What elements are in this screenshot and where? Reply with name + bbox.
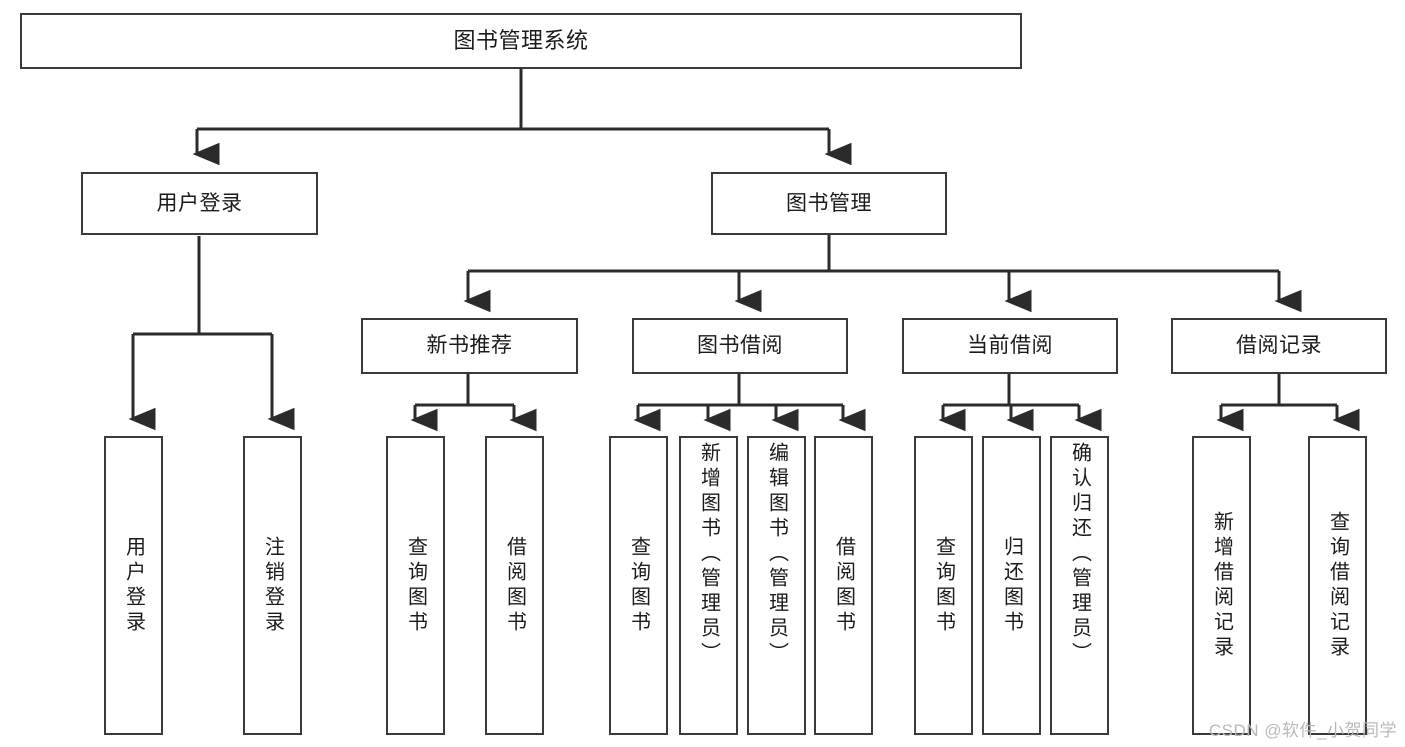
node-leaf-confirm-return-label: 确认归还（管理员） bbox=[1068, 442, 1091, 667]
node-leaf-add-book-label: 新增图书（管理员） bbox=[697, 442, 720, 667]
node-leaf-add-borrow-record-label: 新增借阅记录 bbox=[1210, 510, 1233, 661]
node-leaf-borrow-book-2[interactable]: 借阅图书 bbox=[814, 436, 873, 735]
node-user-login[interactable]: 用户登录 bbox=[81, 172, 318, 235]
node-leaf-return-book-label: 归还图书 bbox=[1000, 535, 1023, 636]
node-leaf-query-book-3-label: 查询图书 bbox=[932, 535, 955, 636]
node-leaf-query-borrow-record-label: 查询借阅记录 bbox=[1326, 510, 1349, 661]
node-new-book-recommend-label: 新书推荐 bbox=[426, 334, 513, 358]
node-leaf-query-book-1[interactable]: 查询图书 bbox=[386, 436, 445, 735]
node-leaf-query-book-3[interactable]: 查询图书 bbox=[914, 436, 973, 735]
node-root-system-label: 图书管理系统 bbox=[453, 27, 589, 53]
node-leaf-edit-book-label: 编辑图书（管理员） bbox=[765, 442, 788, 667]
node-leaf-query-borrow-record[interactable]: 查询借阅记录 bbox=[1308, 436, 1367, 735]
node-leaf-add-book[interactable]: 新增图书（管理员） bbox=[679, 436, 738, 735]
node-leaf-add-borrow-record[interactable]: 新增借阅记录 bbox=[1192, 436, 1251, 735]
node-leaf-query-book-2-label: 查询图书 bbox=[627, 535, 650, 636]
node-book-borrow-label: 图书借阅 bbox=[697, 334, 783, 358]
node-leaf-return-book[interactable]: 归还图书 bbox=[982, 436, 1041, 735]
node-current-borrow[interactable]: 当前借阅 bbox=[902, 318, 1118, 374]
csdn-watermark: CSDN @软件_小贺同学 bbox=[1208, 721, 1397, 740]
node-current-borrow-label: 当前借阅 bbox=[967, 334, 1053, 358]
node-user-login-label: 用户登录 bbox=[156, 191, 243, 215]
node-leaf-confirm-return[interactable]: 确认归还（管理员） bbox=[1050, 436, 1109, 735]
node-borrow-record-label: 借阅记录 bbox=[1236, 334, 1322, 358]
node-leaf-user-login-label: 用户登录 bbox=[122, 535, 145, 636]
node-leaf-logout-login-label: 注销登录 bbox=[261, 535, 284, 636]
node-leaf-borrow-book-2-label: 借阅图书 bbox=[832, 535, 855, 636]
node-leaf-query-book-1-label: 查询图书 bbox=[404, 535, 427, 636]
node-new-book-recommend[interactable]: 新书推荐 bbox=[361, 318, 578, 374]
node-leaf-query-book-2[interactable]: 查询图书 bbox=[609, 436, 668, 735]
node-book-management[interactable]: 图书管理 bbox=[711, 172, 947, 235]
node-book-management-label: 图书管理 bbox=[786, 191, 872, 215]
node-leaf-edit-book[interactable]: 编辑图书（管理员） bbox=[747, 436, 806, 735]
node-leaf-borrow-book-1[interactable]: 借阅图书 bbox=[485, 436, 544, 735]
node-root-system[interactable]: 图书管理系统 bbox=[20, 13, 1022, 69]
node-leaf-borrow-book-1-label: 借阅图书 bbox=[503, 535, 526, 636]
node-leaf-user-login[interactable]: 用户登录 bbox=[104, 436, 163, 735]
node-book-borrow[interactable]: 图书借阅 bbox=[632, 318, 848, 374]
node-leaf-logout-login[interactable]: 注销登录 bbox=[243, 436, 302, 735]
node-borrow-record[interactable]: 借阅记录 bbox=[1171, 318, 1387, 374]
